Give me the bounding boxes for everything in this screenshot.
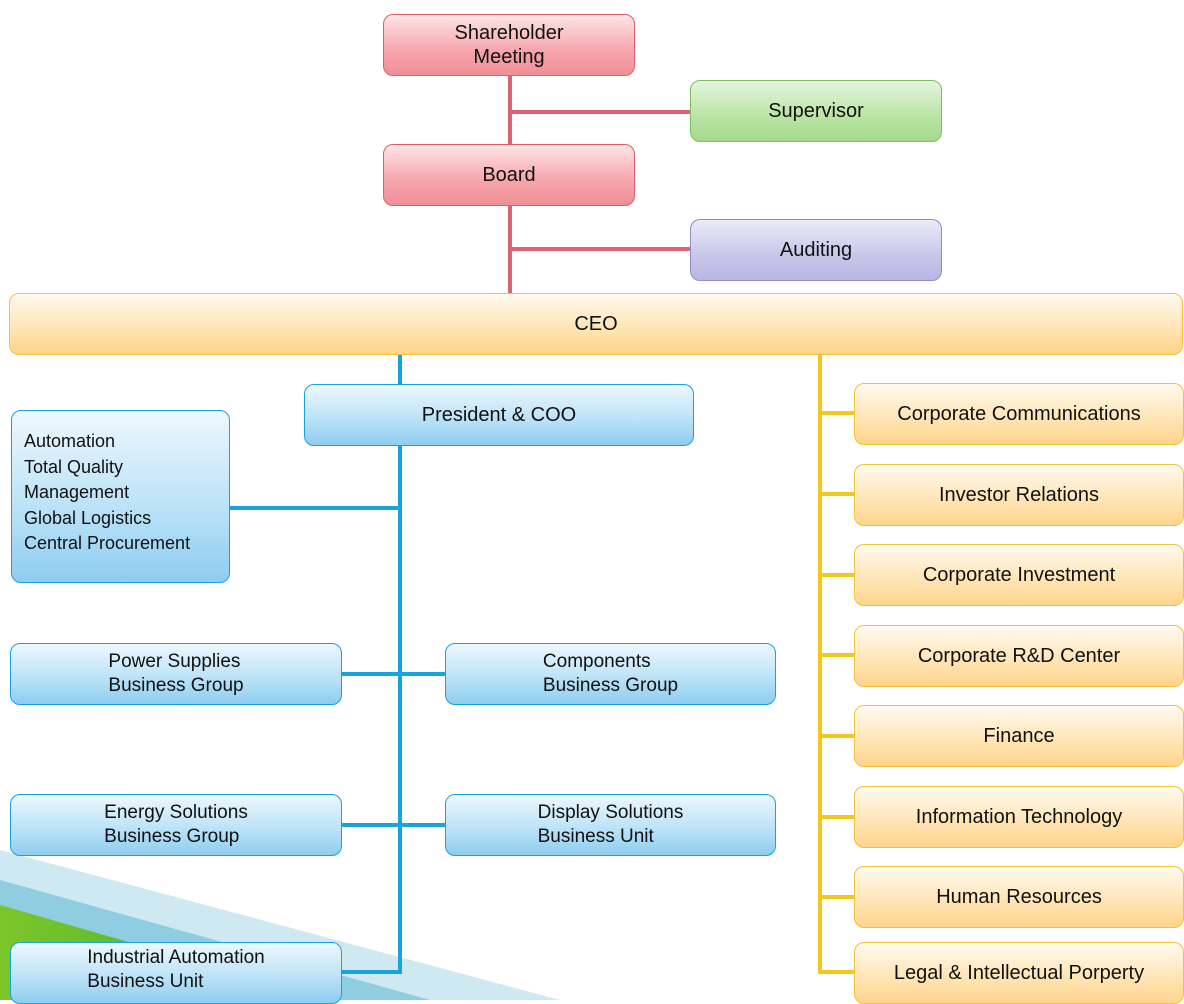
corporate-function-box: Corporate Investment	[854, 544, 1184, 606]
support-function-item: Total Quality	[24, 456, 124, 477]
corporate-connectors	[818, 355, 854, 974]
support-function-item: Central Procurement	[24, 533, 191, 553]
shareholder-meeting-box: Shareholder Meeting	[383, 14, 635, 76]
corporate-function-box: Finance	[854, 705, 1184, 767]
corporate-function-label: Human Resources	[936, 886, 1102, 908]
display-solutions-line-2: Business Unit	[537, 826, 654, 847]
ceo-box: CEO	[9, 293, 1183, 355]
corporate-function-box: Human Resources	[854, 866, 1184, 928]
corporate-function-box: Corporate Communications	[854, 383, 1184, 445]
operations-connectors	[230, 355, 445, 974]
industrial-automation-line-1: Industrial Automation	[87, 947, 265, 968]
board-box: Board	[383, 144, 635, 206]
governance-connectors	[508, 76, 690, 293]
power-supplies-line-2: Business Group	[108, 675, 244, 696]
corporate-function-label: Investor Relations	[938, 484, 1100, 506]
supervisor-box: Supervisor	[690, 80, 942, 142]
display-solutions-line-1: Display Solutions	[537, 802, 684, 823]
support-function-item: Automation	[24, 431, 116, 451]
industrial-automation-box: Industrial Automation Business Unit	[10, 942, 342, 1004]
corporate-function-label: Corporate R&D Center	[917, 645, 1121, 667]
board-label: Board	[482, 164, 536, 186]
corporate-function-box: Legal & Intellectual Porperty	[854, 942, 1184, 1004]
corporate-function-box: Investor Relations	[854, 464, 1184, 526]
auditing-label: Auditing	[779, 239, 853, 261]
ceo-label: CEO	[574, 313, 618, 335]
corporate-function-label: Information Technology	[915, 806, 1123, 828]
shareholder-line-1: Shareholder	[454, 22, 564, 44]
corporate-function-label: Legal & Intellectual Porperty	[893, 962, 1145, 984]
corporate-function-label: Corporate Communications	[897, 403, 1141, 425]
industrial-automation-line-2: Business Unit	[87, 971, 204, 992]
corporate-function-label: Finance	[983, 725, 1055, 747]
support-functions-box: Automation Total Quality Management Glob…	[11, 410, 230, 583]
energy-solutions-line-2: Business Group	[104, 826, 240, 847]
components-box: Components Business Group	[445, 643, 776, 705]
energy-solutions-box: Energy Solutions Business Group	[10, 794, 342, 856]
president-label: President & COO	[421, 404, 577, 426]
president-coo-box: President & COO	[304, 384, 694, 446]
corporate-function-label: Corporate Investment	[922, 564, 1116, 586]
support-function-item: Management	[24, 482, 130, 502]
corporate-function-box: Corporate R&D Center	[854, 625, 1184, 687]
power-supplies-line-1: Power Supplies	[108, 651, 241, 672]
energy-solutions-line-1: Energy Solutions	[104, 802, 248, 823]
display-solutions-box: Display Solutions Business Unit	[445, 794, 776, 856]
shareholder-line-2: Meeting	[473, 46, 545, 68]
components-line-1: Components	[542, 651, 651, 672]
power-supplies-box: Power Supplies Business Group	[10, 643, 342, 705]
support-function-item: Global Logistics	[24, 507, 152, 528]
auditing-box: Auditing	[690, 219, 942, 281]
corporate-function-box: Information Technology	[854, 786, 1184, 848]
components-line-2: Business Group	[542, 675, 679, 696]
supervisor-label: Supervisor	[768, 100, 864, 122]
